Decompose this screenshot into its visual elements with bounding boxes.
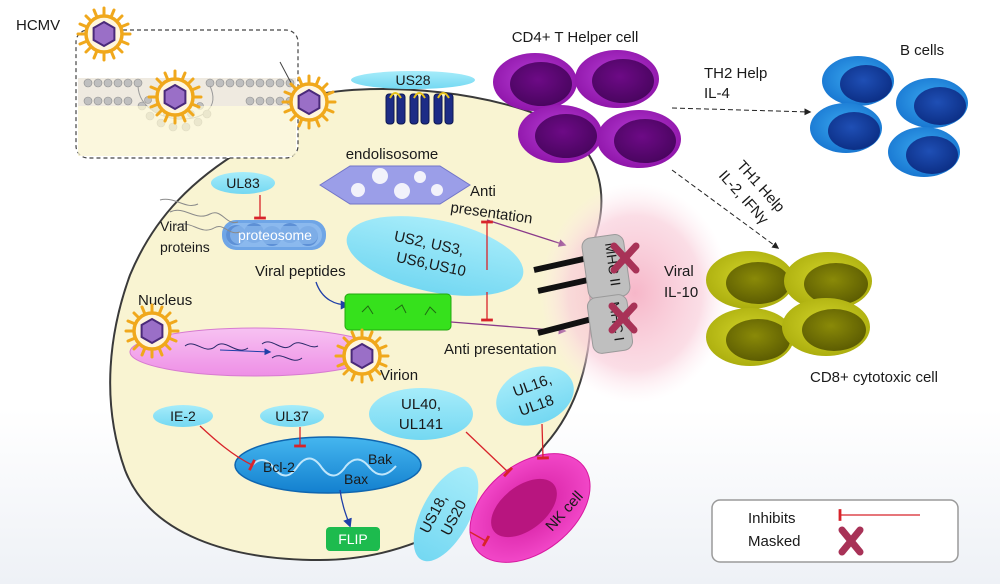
proteosome <box>222 220 326 250</box>
nucleus-label: Nucleus <box>138 292 192 309</box>
viral-dna-strands <box>184 341 319 361</box>
hcmv-label: HCMV <box>16 17 60 34</box>
dna-replication-arrow <box>219 348 272 356</box>
b-cells-label: B cells <box>900 42 944 59</box>
bax-label: Bax <box>344 471 368 487</box>
us18-box <box>413 466 479 562</box>
masked-x-icon <box>610 242 640 274</box>
ul40-inhibits-nk <box>465 431 514 478</box>
virion-label: Virion <box>380 367 418 384</box>
ie2-label: IE-2 <box>170 408 196 424</box>
legend-inhibits-label: Inhibits <box>748 510 796 527</box>
nucleus-virion-icon <box>124 303 180 359</box>
legend-masked-x-icon <box>838 526 864 556</box>
ul40-line1: UL40, <box>401 396 441 413</box>
ul37-label: UL37 <box>275 408 309 424</box>
ul40-line2: UL141 <box>399 416 443 433</box>
viral-peptides-label: Viral peptides <box>255 263 346 280</box>
ul37-box <box>260 405 324 427</box>
cd8-cytotoxic-cells <box>706 251 872 366</box>
us-group-box <box>346 216 524 296</box>
th2-to-bcells-arrow <box>671 107 812 116</box>
ie2-box <box>153 405 213 427</box>
flip-label: FLIP <box>338 531 368 547</box>
cd4-helper-cells <box>493 50 681 168</box>
th2-help-line2: IL-4 <box>704 85 730 102</box>
us28-label: US28 <box>395 72 430 88</box>
endolisosome-label: endolisosome <box>346 146 439 163</box>
viral-il10-line1: Viral <box>664 263 694 280</box>
proteosome-label: proteosome <box>238 227 312 243</box>
th2-help-line1: TH2 Help <box>704 65 767 82</box>
ul16-box <box>496 366 574 426</box>
ul83-box <box>211 172 275 194</box>
viral-proteins-line1: Viral <box>160 218 188 234</box>
bak-label: Bak <box>368 451 393 467</box>
anti-presentation-bottom-label: Anti presentation <box>444 341 557 358</box>
hcmv-virion-outside <box>76 6 132 62</box>
legend: Inhibits Masked <box>711 499 959 563</box>
viral-il10-line2: IL-10 <box>664 284 698 301</box>
cd8-label: CD8+ cytotoxic cell <box>810 369 938 386</box>
viral-proteins-line2: proteins <box>160 239 210 255</box>
ie2-inhibits-bcl2 <box>199 425 256 471</box>
masked-x-icon <box>608 302 638 334</box>
ul40-box <box>369 388 473 440</box>
hcmv-virion-entering <box>147 69 203 125</box>
b-cells <box>810 56 968 177</box>
hcmv-virion-at-membrane <box>281 74 337 130</box>
legend-masked-label: Masked <box>748 533 801 550</box>
mitochondrion <box>234 436 422 494</box>
anti-presentation-top-line1: Anti <box>470 183 496 200</box>
viral-il10-glow <box>540 183 730 403</box>
us28-receptor-icon <box>385 93 454 125</box>
ul16-inhibits-nk <box>537 423 549 460</box>
bcl2-label: Bcl-2 <box>263 459 295 475</box>
endolisosome <box>319 165 471 205</box>
endoplasmic-reticulum <box>344 293 452 331</box>
viral-protein-strands <box>159 198 241 234</box>
th1-to-cd8-arrow <box>671 169 780 249</box>
us28-box <box>351 71 475 89</box>
cd4-label: CD4+ T Helper cell <box>512 29 639 46</box>
flip-box <box>326 527 380 551</box>
us18-inhibits-nk <box>469 531 491 547</box>
ul83-label: UL83 <box>226 175 260 191</box>
nk-cell <box>469 453 591 563</box>
endolisosome-vesicles <box>351 168 443 199</box>
mito-to-flip-arrow <box>339 489 352 528</box>
